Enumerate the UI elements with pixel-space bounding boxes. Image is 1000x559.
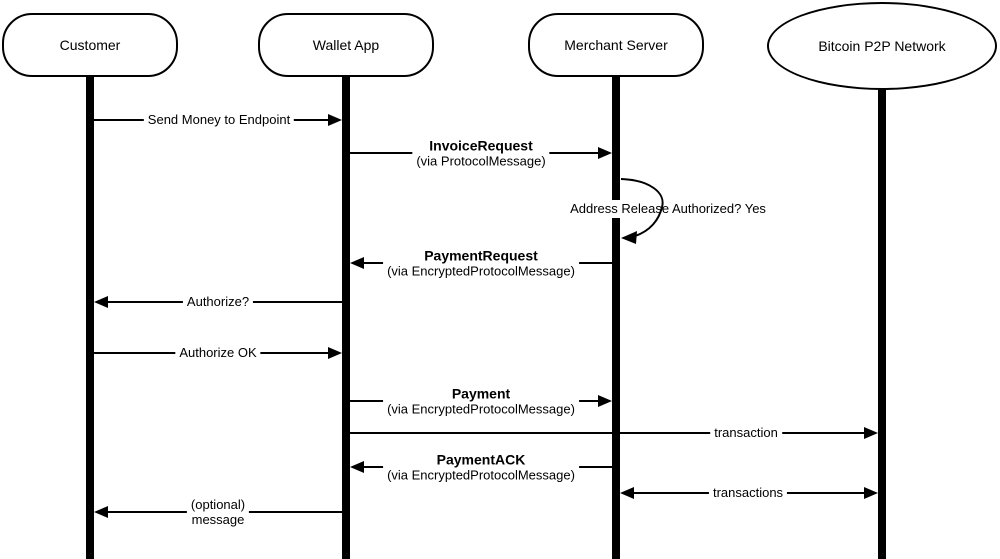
actor-bitcoin-p2p-network: Bitcoin P2P Network (767, 2, 997, 90)
actor-customer-label: Customer (59, 37, 121, 53)
arrowhead-right-icon (328, 347, 342, 359)
self-message-arc (620, 178, 664, 244)
arrowhead-left-icon (621, 231, 637, 244)
message-label-invoice-request: InvoiceRequest (via ProtocolMessage) (412, 136, 550, 170)
arrowhead-left-icon (94, 506, 108, 518)
lifeline-customer (86, 75, 94, 559)
message-label-optional-message: (optional) message (186, 496, 250, 528)
arrowhead-right-icon (328, 114, 342, 126)
message-title: Payment (451, 385, 511, 402)
message-via: (via EncryptedProtocolMessage) (387, 401, 575, 417)
message-via: (via EncryptedProtocolMessage) (387, 263, 575, 279)
message-via: (via ProtocolMessage) (416, 153, 546, 169)
message-title: PaymentACK (436, 451, 526, 468)
arrowhead-right-icon (598, 147, 612, 159)
actor-bitcoin-p2p-network-label: Bitcoin P2P Network (818, 38, 946, 54)
message-label-payment-request: PaymentRequest (via EncryptedProtocolMes… (383, 246, 579, 280)
arrowhead-left-icon (350, 257, 364, 269)
actor-merchant-server-label: Merchant Server (564, 37, 668, 53)
actor-merchant-server: Merchant Server (528, 13, 704, 77)
lifeline-merchant-server (612, 75, 620, 559)
arrowhead-right-icon (864, 487, 878, 499)
message-via: (via EncryptedProtocolMessage) (387, 467, 575, 483)
message-label-transactions: transactions (708, 484, 788, 502)
lifeline-wallet-app (342, 75, 350, 559)
message-label-address-release: Address Release Authorized? Yes (566, 200, 770, 218)
message-label-line1: (optional) (190, 497, 246, 512)
message-label-transaction: transaction (710, 424, 782, 442)
message-label-payment: Payment (via EncryptedProtocolMessage) (383, 384, 579, 418)
lifeline-bitcoin-p2p-network (878, 88, 886, 559)
actor-wallet-app: Wallet App (258, 13, 434, 77)
message-line-transaction (350, 432, 866, 434)
actor-wallet-app-label: Wallet App (312, 37, 380, 53)
message-label-payment-ack: PaymentACK (via EncryptedProtocolMessage… (383, 450, 579, 484)
message-label-line2: message (191, 512, 245, 527)
arrowhead-left-icon (350, 461, 364, 473)
arrowhead-left-icon (620, 487, 634, 499)
actor-customer: Customer (2, 13, 178, 77)
message-title: InvoiceRequest (429, 137, 533, 154)
message-title: PaymentRequest (424, 247, 538, 264)
arrowhead-right-icon (864, 427, 878, 439)
arrowhead-right-icon (598, 395, 612, 407)
message-label-authorize-ok: Authorize OK (175, 344, 261, 362)
message-label-send-money: Send Money to Endpoint (143, 111, 295, 129)
arrowhead-left-icon (94, 296, 108, 308)
message-label-authorize: Authorize? (182, 293, 254, 311)
